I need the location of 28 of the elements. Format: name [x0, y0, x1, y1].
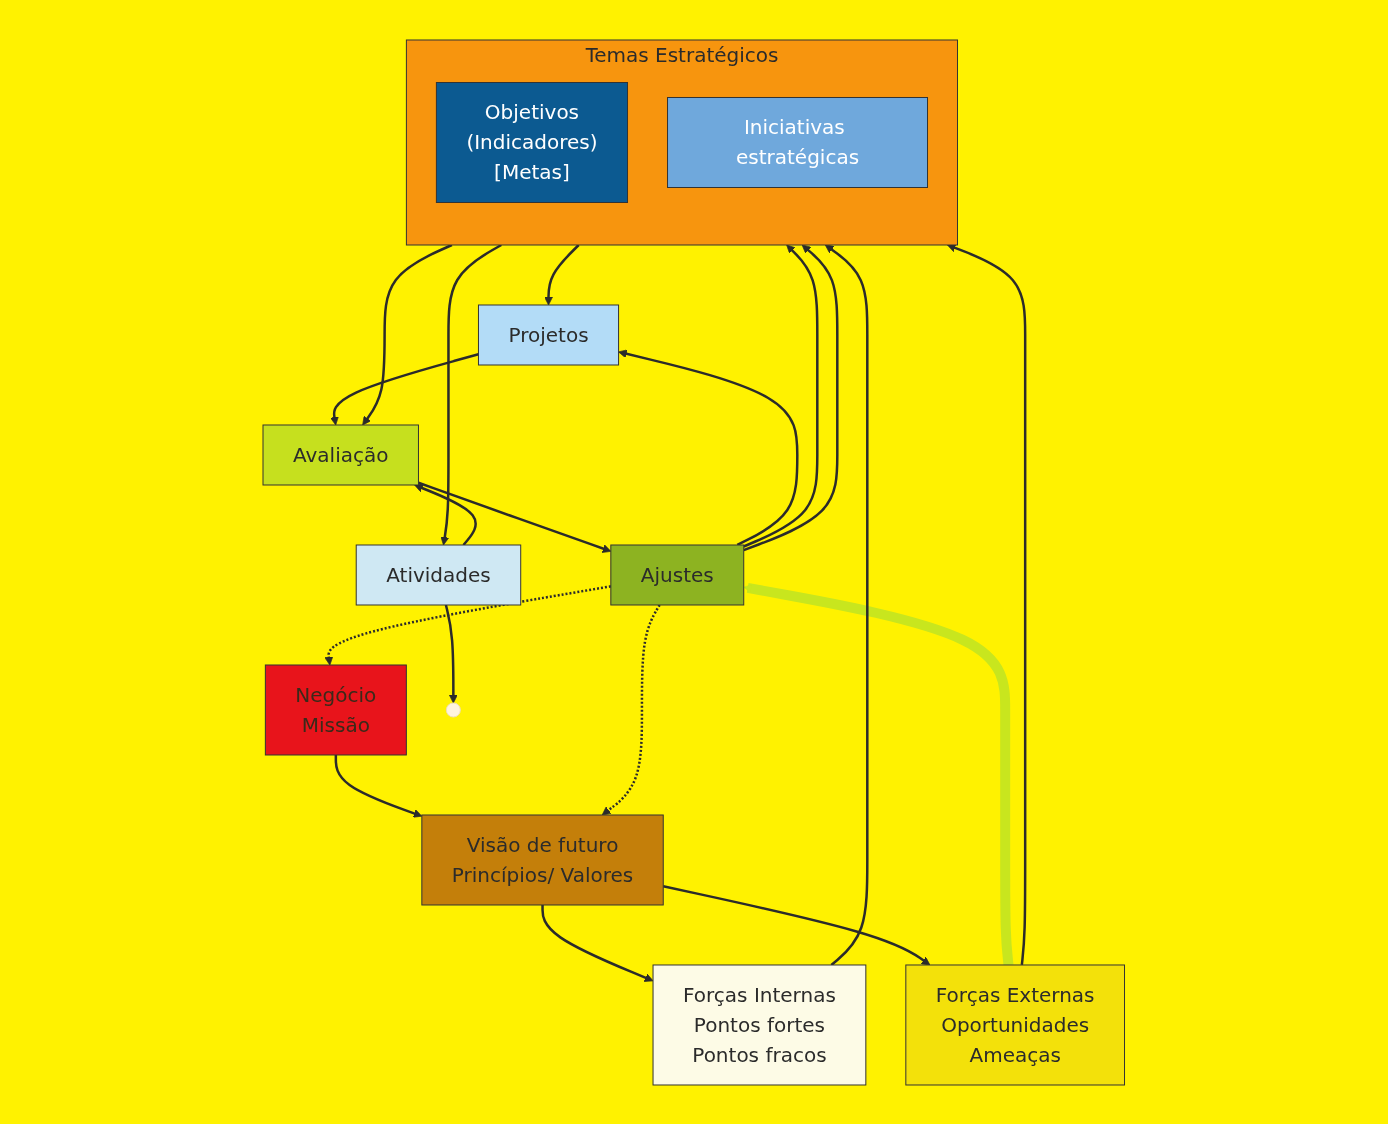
arrow: [743, 244, 819, 548]
arrow: [743, 244, 839, 551]
node-box: Projetos: [478, 304, 620, 365]
arrow: [414, 483, 478, 546]
arrow: [947, 243, 1027, 965]
arrow: [743, 582, 1014, 966]
arrow: [334, 754, 423, 818]
arrow: [330, 352, 480, 425]
arrow: [544, 243, 580, 305]
arrow: [444, 604, 458, 703]
node-box: Atividades: [355, 544, 522, 605]
arrow: [440, 243, 503, 545]
arrow: [324, 584, 612, 665]
arrow: [825, 244, 869, 966]
arrow: [541, 904, 654, 982]
node-box: Objetivos (Indicadores) [Metas]: [436, 81, 629, 203]
node-box: Negócio Missão: [265, 664, 408, 755]
arrow: [362, 243, 453, 425]
arrow: [618, 348, 799, 546]
node-box: Forças Externas Oportunidades Ameaças: [905, 964, 1126, 1085]
arrow: [418, 481, 612, 553]
node-box: Iniciativas estratégicas: [667, 96, 929, 188]
node-box: Avaliação: [262, 424, 420, 485]
arrow: [602, 603, 661, 815]
node-box: Visão de futuro Princípios/ Valores: [421, 814, 664, 905]
node-box: Ajustes: [610, 544, 745, 605]
arrow: [663, 884, 931, 965]
node-box: Forças Internas Pontos fortes Pontos fracos: [652, 964, 867, 1085]
